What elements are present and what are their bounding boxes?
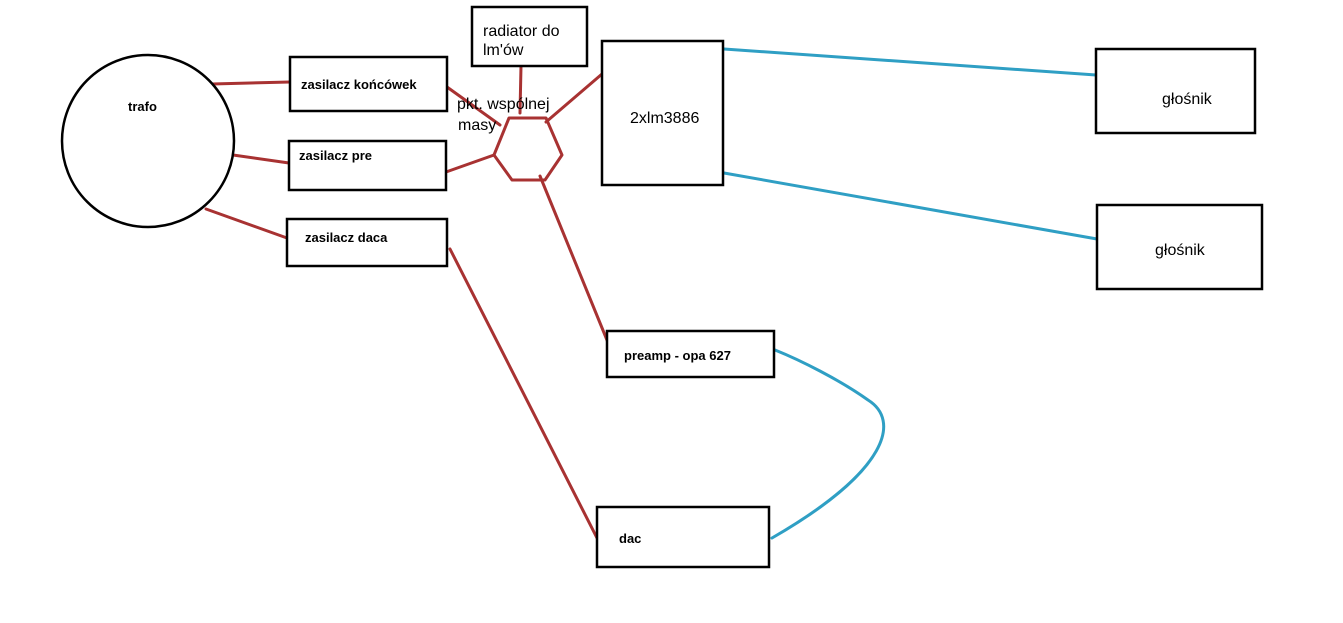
ground-label-line2: masy	[458, 117, 496, 134]
wire-ground-to-amplifier	[544, 72, 604, 124]
speaker-2-box	[1095, 203, 1264, 291]
psu-pre-label: zasilacz pre	[299, 148, 372, 163]
wire-amplifier-to-speaker-1	[722, 47, 1098, 77]
heatsink-box	[470, 5, 589, 68]
heatsink-label-line1: radiator do	[483, 23, 560, 40]
amplifier-label: 2xlm3886	[630, 110, 699, 127]
wire-dac-to-preamp	[770, 348, 886, 540]
speaker-2-label: głośnik	[1155, 242, 1206, 259]
psu-dac-label: zasilacz daca	[305, 230, 388, 245]
wire-psu-power-amp-to-ground	[445, 85, 502, 127]
psu-power-amp-label: zasilacz końcówek	[301, 77, 417, 92]
wire-psu-pre-to-ground	[444, 153, 496, 174]
wire-amplifier-to-speaker-2	[722, 171, 1099, 241]
preamp-label: preamp - opa 627	[624, 348, 731, 363]
trafo-node	[60, 53, 236, 229]
psu-pre-box	[287, 139, 448, 192]
wire-trafo-to-psu-dac	[204, 207, 289, 240]
heatsink-label-line2: lm'ów	[483, 42, 524, 59]
power-wires	[204, 64, 611, 540]
amplifier-box	[600, 39, 725, 187]
wire-trafo-to-psu-power-amp	[210, 80, 292, 86]
psu-power-amp-box	[288, 55, 449, 113]
ground-label-line1: pkt. wspólnej	[457, 96, 550, 113]
dac-box	[595, 505, 771, 569]
dac-label: dac	[619, 531, 641, 546]
speaker-1-label: głośnik	[1162, 91, 1213, 108]
wire-heatsink-to-ground	[518, 64, 523, 115]
wire-ground-to-preamp	[538, 174, 611, 347]
signal-wires	[722, 47, 1099, 540]
trafo-label: trafo	[128, 99, 157, 114]
ground-point-hexagon	[492, 116, 564, 182]
preamp-box	[605, 329, 776, 379]
wire-psu-dac-to-dac	[448, 247, 599, 540]
speaker-1-box	[1094, 47, 1257, 135]
wire-trafo-to-psu-pre	[231, 153, 291, 165]
psu-dac-box	[285, 217, 449, 268]
